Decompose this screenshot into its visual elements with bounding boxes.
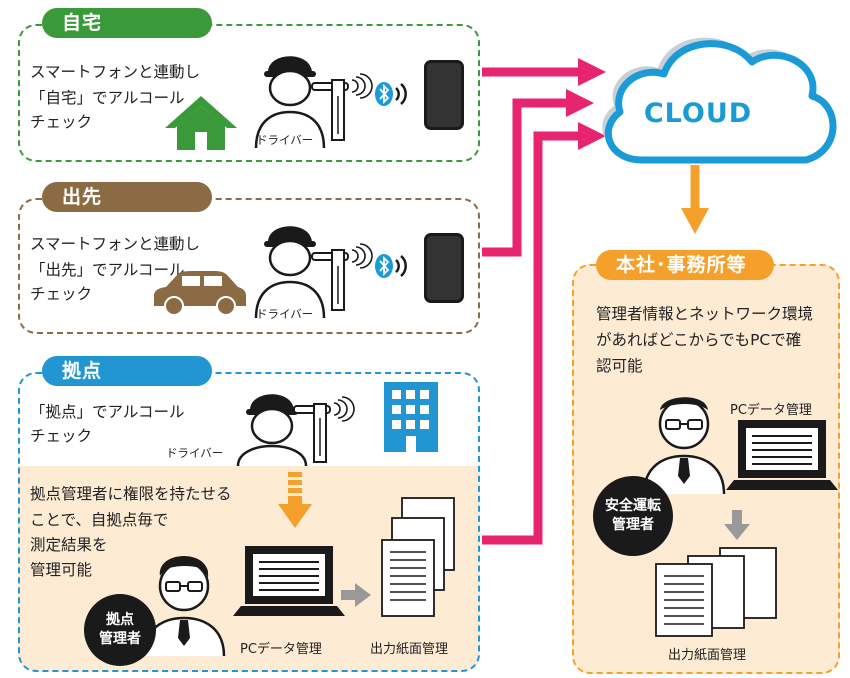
home-desc-line-2: 「自宅」でアルコール <box>30 89 185 107</box>
office-pc-label: PCデータ管理 <box>730 403 812 418</box>
base-tag: 拠点 <box>42 356 212 386</box>
manager-figure-icon <box>142 556 226 656</box>
outside-driver-label: ドライバー <box>256 307 314 321</box>
office-tag: 本社･事務所等 <box>596 250 774 280</box>
base-panel <box>18 372 480 672</box>
badge-line-1: 安全運転 <box>605 498 661 514</box>
office-paper-label: 出力紙面管理 <box>668 648 747 663</box>
home-desc-line-3: チェック <box>30 113 93 131</box>
home-to-cloud-arrow <box>482 58 606 86</box>
base-manager-line-1: 拠点管理者に権限を持たせる <box>30 485 232 503</box>
driver-figure-icon <box>236 394 355 466</box>
building-icon <box>384 382 438 452</box>
office-desc-line-2: があればどこからでもPCで確 <box>596 331 802 349</box>
laptop-icon <box>726 420 838 490</box>
base-manager-line-2: ことで、自拠点毎で <box>30 511 169 529</box>
bluetooth-icon <box>375 82 407 106</box>
paper-stack-icon <box>655 547 777 637</box>
arrow-right-icon <box>341 583 371 607</box>
base-paper-label: 出力紙面管理 <box>370 642 449 657</box>
outside-panel <box>18 198 480 334</box>
home-driver-label: ドライバー <box>256 133 314 147</box>
base-desc-line-1: 「拠点」でアルコール <box>30 403 185 421</box>
bluetooth-icon <box>375 254 407 278</box>
driver-figure-icon <box>254 56 373 148</box>
outside-desc-line-1: スマートフォンと連動し <box>30 235 201 253</box>
outside-desc-line-3: チェック <box>30 285 93 303</box>
cloud-label: CLOUD <box>643 98 753 129</box>
base-desc-line-2: チェック <box>30 427 93 445</box>
base-driver-label: ドライバー <box>166 446 224 460</box>
badge-line-1: 拠点 <box>106 612 134 628</box>
smartphone-icon <box>424 233 464 303</box>
download-arrow-icon <box>278 472 312 528</box>
outside-tag: 出先 <box>42 182 212 212</box>
manager-figure-icon <box>642 397 726 494</box>
office-desc-line-3: 認可能 <box>596 357 643 375</box>
base-to-cloud-arrow <box>482 122 606 545</box>
cloud-icon <box>602 37 837 164</box>
base-manager-line-3: 測定結果を <box>30 536 108 554</box>
home-panel <box>18 24 480 162</box>
home-desc-line-1: スマートフォンと連動し <box>30 63 201 81</box>
arrow-down-icon <box>724 510 750 540</box>
smartphone-icon <box>424 60 464 130</box>
office-manager-badge: 安全運転管理者 <box>593 476 673 556</box>
car-icon <box>154 271 246 316</box>
cloud-to-office-arrow <box>681 165 709 234</box>
paper-stack-icon <box>381 497 455 617</box>
base-manager-badge: 拠点管理者 <box>84 594 156 666</box>
house-icon <box>165 96 237 150</box>
office-desc-line-1: 管理者情報とネットワーク環境 <box>596 305 814 323</box>
driver-figure-icon <box>254 226 373 318</box>
outside-to-cloud-arrow <box>482 89 594 257</box>
base-pc-label: PCデータ管理 <box>240 642 322 657</box>
badge-line-2: 管理者 <box>612 517 654 533</box>
laptop-icon <box>233 546 345 616</box>
outside-desc-line-2: 「出先」でアルコール <box>30 261 185 279</box>
badge-line-2: 管理者 <box>99 631 141 647</box>
base-manager-line-4: 管理可能 <box>30 561 93 579</box>
home-tag: 自宅 <box>42 8 212 38</box>
